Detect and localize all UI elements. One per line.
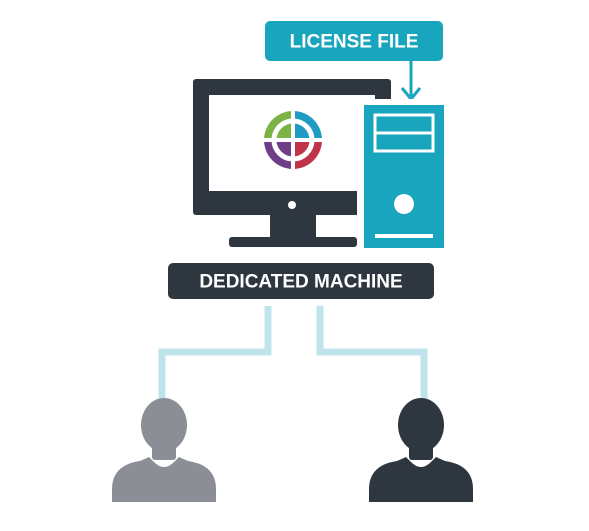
dedicated-machine-label: DEDICATED MACHINE	[199, 272, 402, 293]
user-left-body	[112, 457, 216, 502]
license-arrow	[400, 61, 422, 102]
computer-tower-icon	[357, 99, 449, 254]
connector-left	[158, 306, 272, 402]
monitor-neck	[270, 215, 316, 237]
license-file-box	[265, 21, 443, 61]
tower-stripe	[375, 234, 433, 238]
license-file-badge: LICENSE FILE	[265, 21, 443, 61]
user-icon-left	[112, 398, 216, 502]
dedicated-machine-box	[168, 263, 434, 299]
product-logo-icon	[261, 108, 325, 172]
user-icon-right	[369, 398, 473, 502]
user-left-head	[141, 398, 187, 452]
license-file-label: LICENSE FILE	[290, 32, 419, 53]
tower-power-button	[394, 194, 414, 214]
connector-lines	[158, 306, 428, 402]
monitor-base	[229, 237, 357, 247]
connector-right	[316, 306, 428, 402]
user-right-head	[398, 398, 444, 452]
user-right-body	[369, 457, 473, 502]
dedicated-machine-badge: DEDICATED MACHINE	[168, 263, 434, 299]
tower-body	[364, 105, 444, 248]
monitor-power-dot	[288, 201, 296, 209]
